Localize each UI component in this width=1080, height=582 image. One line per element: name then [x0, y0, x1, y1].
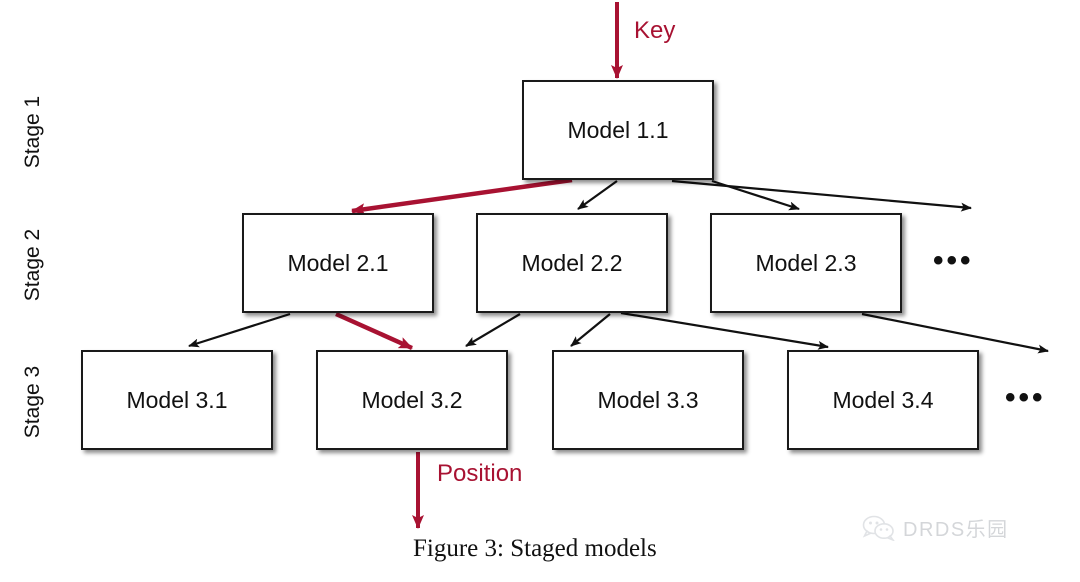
node-label: Model 3.3 [597, 386, 699, 413]
edge-model-2-2-to-model-3-4 [620, 311, 829, 350]
node-label: Model 2.1 [287, 249, 389, 276]
stage-label-1: Stage 1 [21, 95, 44, 169]
node-model-1-1[interactable]: Model 1.1 [522, 80, 714, 180]
edge-model-2-2-to-model-3-2 [465, 313, 521, 347]
node-label: Model 2.2 [521, 249, 623, 276]
node-label: Model 3.1 [126, 386, 228, 413]
edge-model-1-1-to-model-2-2 [577, 180, 618, 210]
edge-model-2-1-to-model-3-1 [188, 312, 291, 348]
node-model-3-4[interactable]: Model 3.4 [787, 350, 979, 450]
node-model-3-2[interactable]: Model 3.2 [316, 350, 508, 450]
node-label: Model 1.1 [567, 116, 669, 143]
edge-model-1-1-to-stage2-ellipsis [671, 179, 972, 212]
node-model-2-1[interactable]: Model 2.1 [242, 213, 434, 313]
key-annotation-label: Key [634, 17, 676, 44]
stage3-ellipsis: ••• [1005, 381, 1046, 414]
node-model-2-2[interactable]: Model 2.2 [476, 213, 668, 313]
position-annotation-label: Position [437, 460, 523, 487]
stage-label-2: Stage 2 [21, 228, 44, 302]
node-label: Model 3.2 [361, 386, 463, 413]
edge-model-2-3-to-stage3-ellipsis [861, 312, 1049, 354]
edge-model-2-2-to-model-3-3 [570, 313, 611, 347]
node-model-3-3[interactable]: Model 3.3 [552, 350, 744, 450]
stage2-ellipsis: ••• [933, 244, 974, 277]
node-label: Model 3.4 [832, 386, 934, 413]
wechat-bubbles-icon [862, 515, 896, 542]
node-label: Model 2.3 [755, 249, 857, 276]
edge-model-2-1-to-model-3-2 [335, 311, 413, 351]
node-model-3-1[interactable]: Model 3.1 [81, 350, 273, 450]
stage-label-3: Stage 3 [21, 365, 44, 439]
node-model-2-3[interactable]: Model 2.3 [710, 213, 902, 313]
watermark-text: DRDS乐园 [903, 519, 1009, 541]
edge-model-1-1-to-model-2-1 [351, 177, 573, 216]
watermark: DRDS乐园 [862, 513, 1009, 542]
figure-caption: Figure 3: Staged models [413, 535, 657, 562]
